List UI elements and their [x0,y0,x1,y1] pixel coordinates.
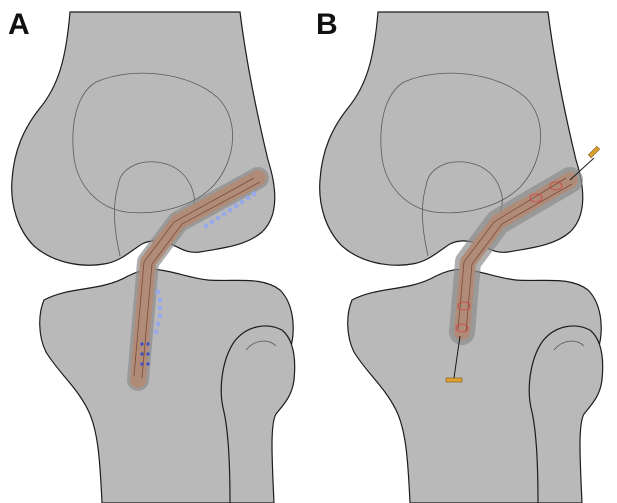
panel-a-knee [12,12,295,503]
femoral-cortical-button [588,146,599,157]
tibial-cortical-button [446,378,462,382]
panel-b-knee [320,12,603,503]
